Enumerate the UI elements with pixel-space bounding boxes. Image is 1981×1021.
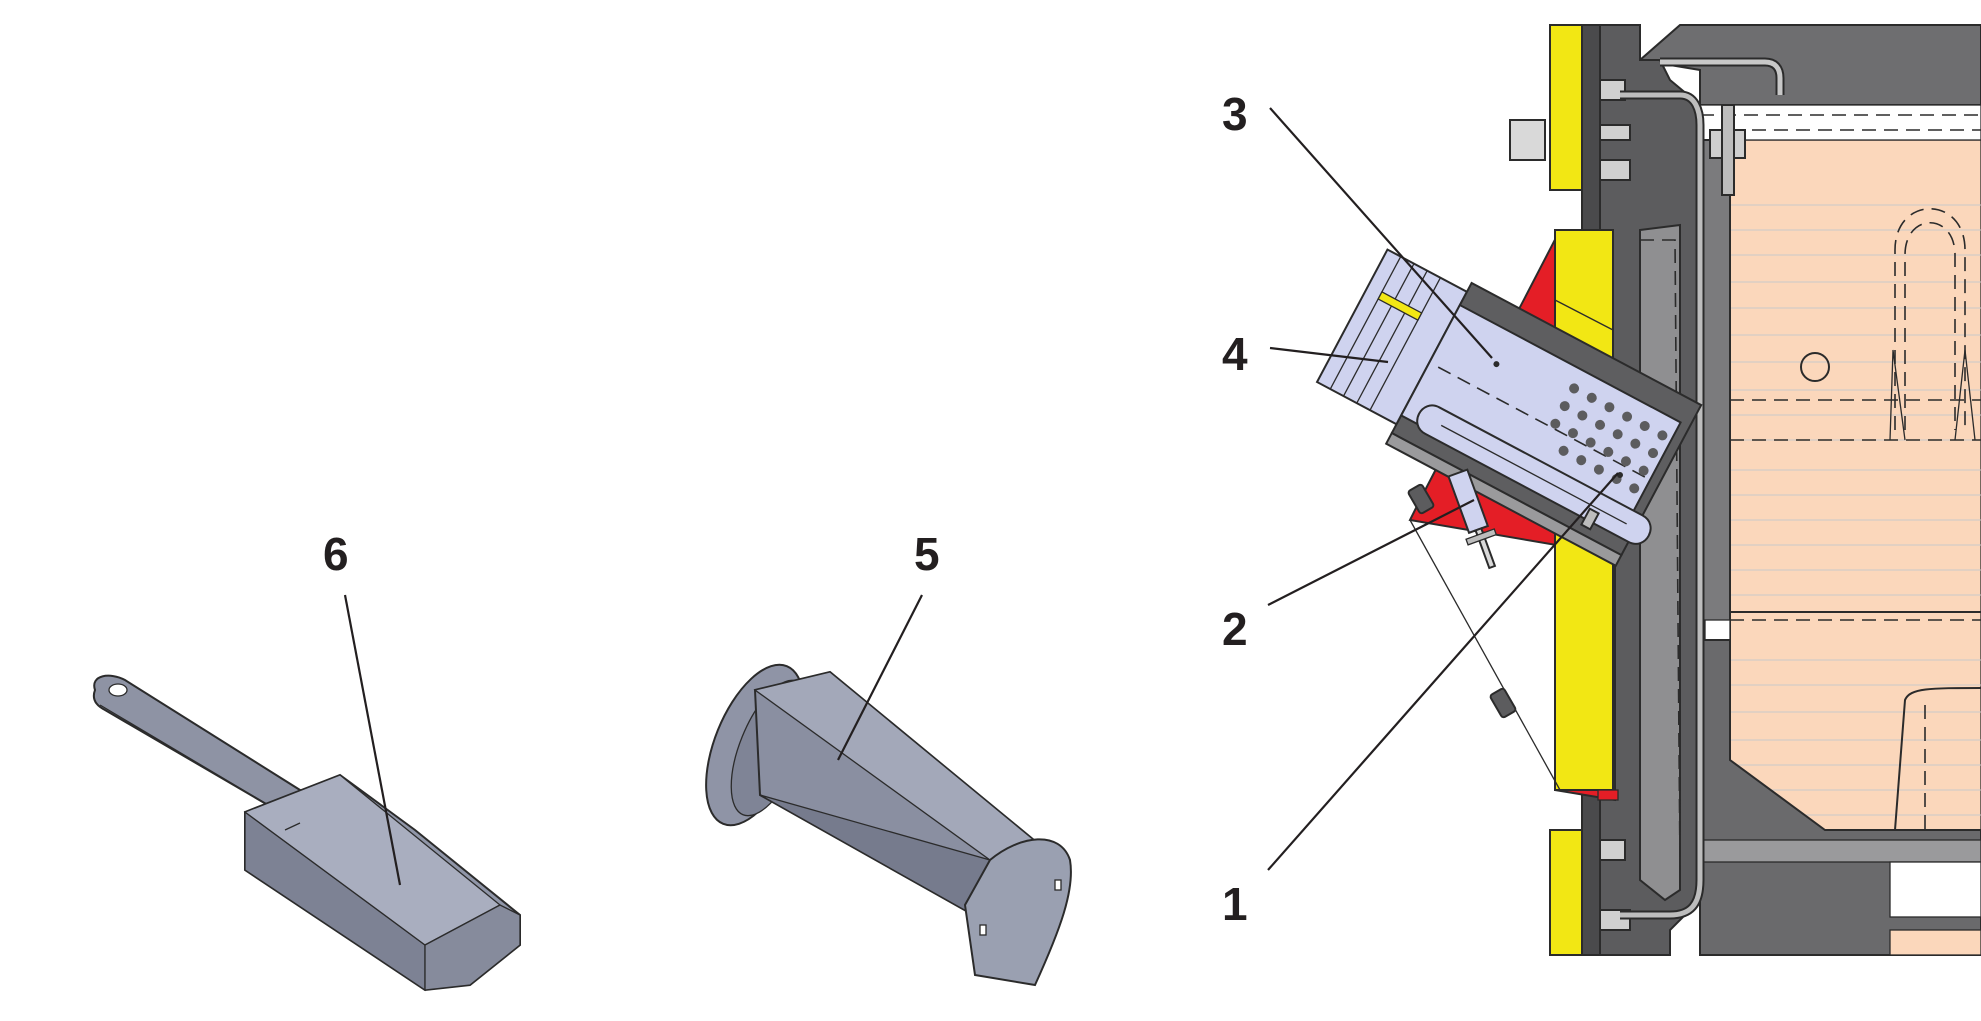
- callout-5: 5: [914, 528, 940, 580]
- boiler-cross-section: [1315, 24, 1981, 956]
- callout-4: 4: [1222, 328, 1248, 380]
- leader-line-6: [343, 594, 402, 886]
- leader-line-2: [1267, 499, 1475, 606]
- callout-3: 3: [1222, 88, 1248, 140]
- callout-numbers: 6 5 3 4 2 1: [323, 88, 1248, 930]
- leader-line-4: [1269, 346, 1389, 364]
- callout-6: 6: [323, 528, 349, 580]
- cylinder-insert-part: [705, 663, 1072, 987]
- leader-line-3: [1269, 107, 1493, 359]
- leader-lines: [343, 107, 1619, 886]
- callout-2: 2: [1222, 603, 1248, 655]
- callout-1: 1: [1222, 878, 1248, 930]
- leader-line-1: [1267, 472, 1619, 871]
- ash-scoop-part: [92, 674, 521, 992]
- leader-line-5: [837, 594, 923, 761]
